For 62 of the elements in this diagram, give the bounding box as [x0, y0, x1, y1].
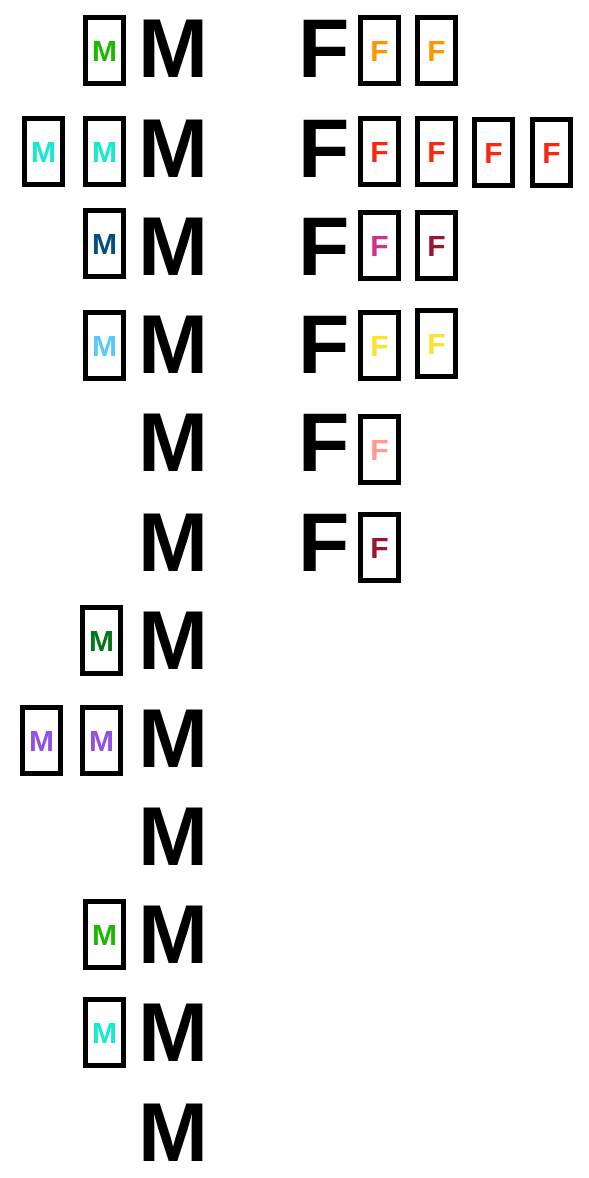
- large-letter: F: [298, 302, 350, 386]
- box-letter: M: [92, 35, 117, 66]
- large-letter: M: [138, 500, 208, 584]
- letter-box: [20, 705, 63, 776]
- large-letter: M: [138, 204, 208, 288]
- large-letter: F: [298, 106, 350, 190]
- box-letter: M: [92, 228, 117, 259]
- letter-box: [83, 310, 126, 381]
- letter-box: [83, 116, 126, 187]
- large-letter: F: [298, 500, 350, 584]
- large-letter: M: [138, 598, 208, 682]
- letter-box: [415, 308, 458, 379]
- letter-box: [80, 705, 123, 776]
- letter-box: [415, 210, 458, 281]
- box-letter: M: [92, 919, 117, 950]
- letter-box: [358, 310, 401, 381]
- box-letter: M: [31, 136, 56, 167]
- letter-box: [472, 117, 515, 188]
- letter-box: [358, 116, 401, 187]
- letter-box: [358, 210, 401, 281]
- large-letter: M: [138, 302, 208, 386]
- box-letter: M: [89, 625, 114, 656]
- large-letter: M: [138, 794, 208, 878]
- letter-box: [80, 605, 123, 676]
- large-letter: M: [138, 106, 208, 190]
- box-letter: F: [370, 35, 389, 66]
- box-letter: F: [427, 328, 446, 359]
- letter-box: [358, 512, 401, 583]
- box-letter: M: [92, 1017, 117, 1048]
- large-letter: M: [138, 6, 208, 90]
- box-letter: F: [370, 434, 389, 465]
- large-letter: F: [298, 400, 350, 484]
- letter-box: [83, 997, 126, 1068]
- box-letter: F: [370, 136, 389, 167]
- large-letter: M: [138, 990, 208, 1074]
- large-letter: M: [138, 892, 208, 976]
- box-letter: M: [92, 136, 117, 167]
- box-letter: F: [370, 532, 389, 563]
- box-letter: M: [89, 725, 114, 756]
- letter-box: [83, 15, 126, 86]
- box-letter: F: [484, 137, 503, 168]
- large-letter: M: [138, 696, 208, 780]
- letter-box: [530, 117, 573, 188]
- large-letter: F: [298, 204, 350, 288]
- box-letter: F: [427, 230, 446, 261]
- box-letter: F: [427, 35, 446, 66]
- letter-box: [83, 208, 126, 279]
- letter-box: [22, 116, 65, 187]
- letter-box: [358, 414, 401, 485]
- box-letter: F: [370, 330, 389, 361]
- letter-box: [415, 116, 458, 187]
- box-letter: F: [370, 230, 389, 261]
- large-letter: M: [138, 1090, 208, 1174]
- letter-box: [358, 15, 401, 86]
- box-letter: F: [542, 137, 561, 168]
- letter-box: [83, 899, 126, 970]
- letter-box: [415, 15, 458, 86]
- box-letter: M: [92, 330, 117, 361]
- box-letter: M: [29, 725, 54, 756]
- large-letter: F: [298, 6, 350, 90]
- box-letter: F: [427, 136, 446, 167]
- large-letter: M: [138, 400, 208, 484]
